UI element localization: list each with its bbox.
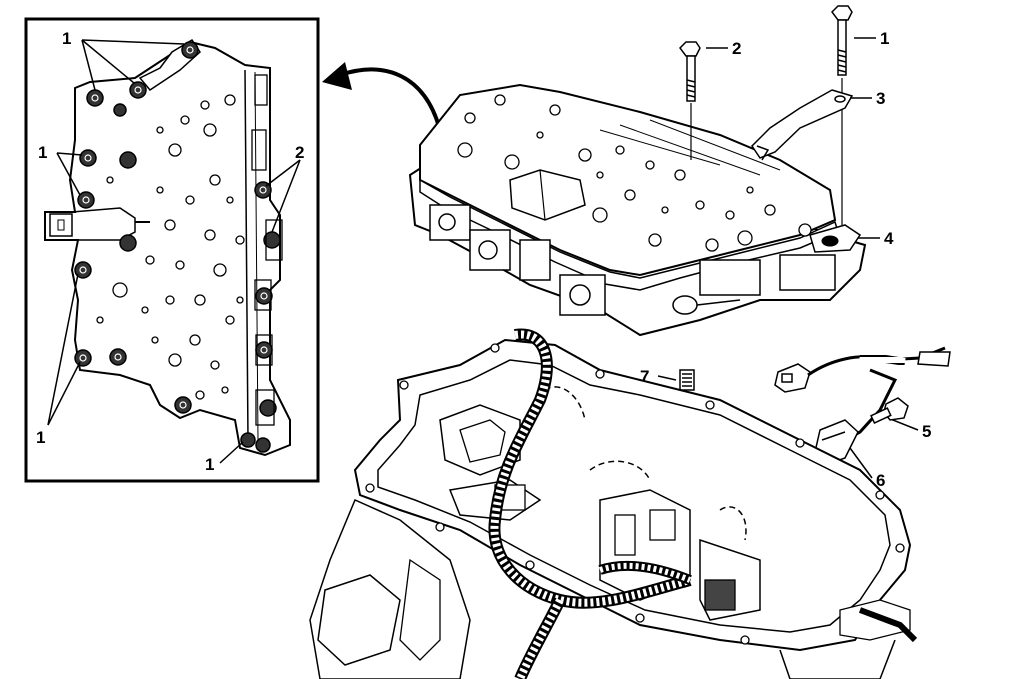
valve-body [408,83,867,337]
inset-label-bottom-right: 1 [205,455,214,474]
speed-sensor [774,346,951,466]
label-bolt-top: 1 [880,29,889,48]
inset-panel: 1 1 2 1 1 [24,17,320,483]
valve-body-bolts [457,94,812,252]
wiring-harness [488,328,918,679]
bolt-2 [679,41,701,102]
label-sensor: 6 [876,471,885,490]
transmission-case [309,338,912,679]
inset-label-top: 1 [62,29,71,48]
seal-7 [679,369,695,391]
bolt-1 [831,5,853,76]
inset-label-right: 2 [295,143,304,162]
label-sensor-bolt: 5 [922,422,931,441]
bracket-3 [751,89,854,161]
label-bracket: 3 [876,89,885,108]
label-bolt-short: 2 [732,39,741,58]
inset-bolts [74,41,281,453]
label-seal: 7 [640,367,649,386]
inset-label-left: 1 [38,143,47,162]
inset-holes [96,94,245,400]
label-valve-body: 4 [884,229,894,248]
inset-label-bottom-left: 1 [36,428,45,447]
reference-arrow [322,62,442,131]
